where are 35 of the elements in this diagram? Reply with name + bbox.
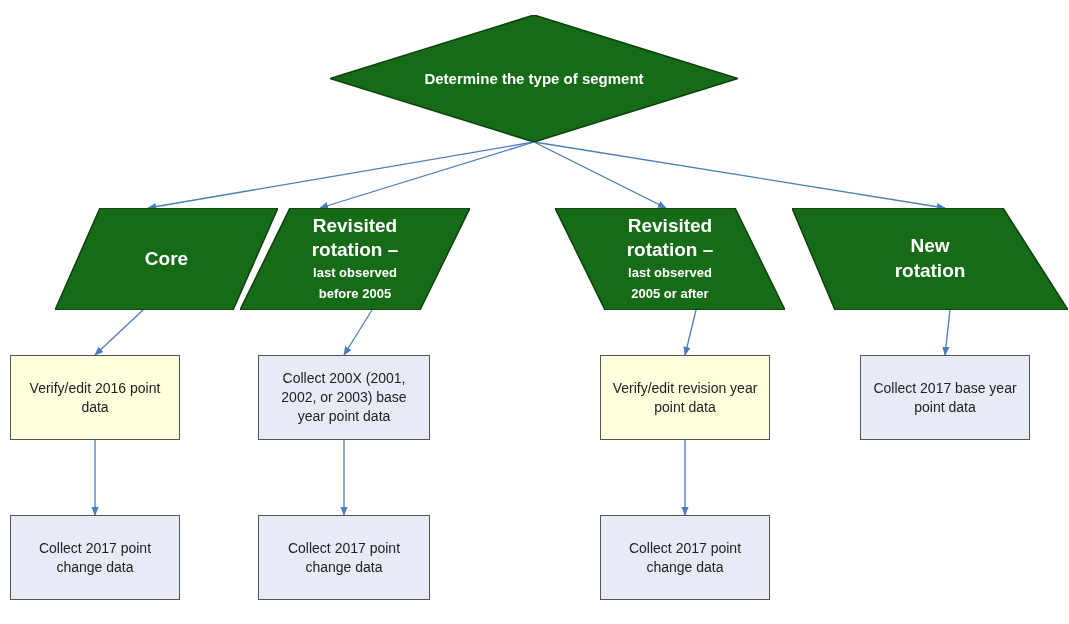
arrow xyxy=(340,439,348,516)
process-box xyxy=(10,355,180,440)
arrow xyxy=(533,141,667,209)
segment-type-heading: Core xyxy=(144,246,189,271)
parallelogram-box xyxy=(792,208,1068,310)
decision-diamond xyxy=(330,15,738,142)
segment-type-note: last observed before 2005 xyxy=(312,263,398,303)
arrow xyxy=(94,309,144,356)
step-text: Collect 2017 base year point data xyxy=(872,378,1018,417)
segment-type-heading: Revisited rotation – xyxy=(625,213,715,263)
step-text: Collect 200X (2001, 2002, or 2003) base year point data xyxy=(280,369,408,426)
segment-type-note: last observed 2005 or after xyxy=(627,263,713,303)
decision-label: Determine the type of segment xyxy=(424,70,644,87)
arrow xyxy=(343,309,373,356)
process-box xyxy=(258,355,430,440)
arrow xyxy=(681,439,689,516)
process-box xyxy=(258,515,430,600)
process-box xyxy=(600,515,770,600)
process-box xyxy=(860,355,1030,440)
arrow xyxy=(683,309,697,356)
process-box xyxy=(10,515,180,600)
parallelogram-box xyxy=(240,208,470,310)
step-text: Collect 2017 point change data xyxy=(627,538,743,577)
process-box xyxy=(600,355,770,440)
parallelogram-box xyxy=(55,208,278,310)
step-text: Verify/edit 2016 point data xyxy=(28,378,162,417)
segment-type-heading: Revisited rotation – xyxy=(310,213,400,263)
segment-type-heading: New rotation xyxy=(893,234,967,283)
step-text: Verify/edit revision year point data xyxy=(611,378,759,417)
arrow xyxy=(91,439,99,516)
arrow xyxy=(319,141,535,210)
step-text: Collect 2017 point change data xyxy=(286,538,402,577)
arrow xyxy=(942,309,951,356)
step-text: Collect 2017 point change data xyxy=(37,538,153,577)
parallelogram-box xyxy=(555,208,785,310)
